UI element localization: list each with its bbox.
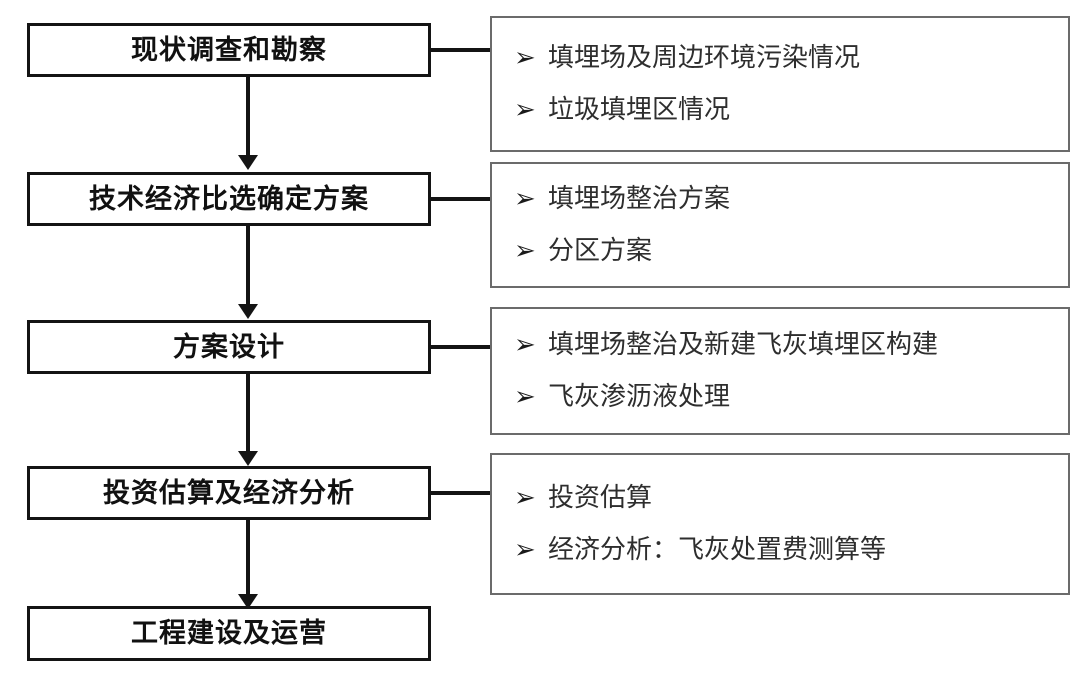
stage-label-1: 现状调查和勘察 [131, 34, 327, 66]
stage-label-2: 技术经济比选确定方案 [89, 183, 369, 215]
stage-label-3: 方案设计 [173, 331, 285, 363]
detail-text: 分区方案 [548, 235, 653, 266]
detail-panel-1[interactable]: ➢ 填埋场及周边环境污染情况 ➢ 垃圾填埋区情况 [490, 16, 1070, 152]
connector-arrow-head-1 [238, 155, 258, 170]
list-item[interactable]: ➢ 填埋场整治方案 [492, 173, 1068, 225]
connector-arrow-line-2 [246, 226, 250, 304]
detail-text: 经济分析：飞灰处置费测算等 [548, 534, 887, 565]
detail-panel-4[interactable]: ➢ 投资估算 ➢ 经济分析：飞灰处置费测算等 [490, 453, 1070, 595]
connector-arrow-head-2 [238, 304, 258, 319]
list-item[interactable]: ➢ 填埋场整治及新建飞灰填埋区构建 [492, 319, 1068, 371]
detail-text: 填埋场整治及新建飞灰填埋区构建 [548, 329, 939, 360]
arrow-bullet-icon: ➢ [514, 483, 536, 512]
arrow-bullet-icon: ➢ [514, 95, 536, 124]
connector-horizontal-4 [431, 491, 490, 495]
detail-panel-3[interactable]: ➢ 填埋场整治及新建飞灰填埋区构建 ➢ 飞灰渗沥液处理 [490, 307, 1070, 435]
detail-text: 填埋场及周边环境污染情况 [548, 42, 861, 73]
list-item[interactable]: ➢ 飞灰渗沥液处理 [492, 371, 1068, 423]
arrow-bullet-icon: ➢ [514, 535, 536, 564]
list-item[interactable]: ➢ 填埋场及周边环境污染情况 [492, 32, 1068, 84]
stage-box-4[interactable]: 投资估算及经济分析 [27, 466, 431, 520]
detail-text: 飞灰渗沥液处理 [548, 381, 731, 412]
list-item[interactable]: ➢ 投资估算 [492, 472, 1068, 524]
stage-label-4: 投资估算及经济分析 [103, 477, 355, 509]
detail-text: 填埋场整治方案 [548, 183, 731, 214]
list-item[interactable]: ➢ 垃圾填埋区情况 [492, 84, 1068, 136]
connector-horizontal-3 [431, 345, 490, 349]
detail-text: 垃圾填埋区情况 [548, 94, 731, 125]
connector-arrow-line-3 [246, 374, 250, 451]
detail-panel-2[interactable]: ➢ 填埋场整治方案 ➢ 分区方案 [490, 162, 1070, 288]
arrow-bullet-icon: ➢ [514, 236, 536, 265]
stage-box-3[interactable]: 方案设计 [27, 320, 431, 374]
list-item[interactable]: ➢ 分区方案 [492, 225, 1068, 277]
arrow-bullet-icon: ➢ [514, 43, 536, 72]
connector-arrow-head-4 [238, 594, 258, 609]
arrow-bullet-icon: ➢ [514, 184, 536, 213]
stage-box-1[interactable]: 现状调查和勘察 [27, 23, 431, 77]
stage-box-2[interactable]: 技术经济比选确定方案 [27, 172, 431, 226]
connector-horizontal-1 [431, 48, 490, 52]
arrow-bullet-icon: ➢ [514, 382, 536, 411]
connector-arrow-head-3 [238, 451, 258, 466]
stage-label-5: 工程建设及运营 [131, 618, 327, 649]
detail-text: 投资估算 [548, 482, 653, 513]
connector-arrow-line-1 [246, 77, 250, 155]
arrow-bullet-icon: ➢ [514, 330, 536, 359]
stage-box-5[interactable]: 工程建设及运营 [27, 606, 431, 661]
list-item[interactable]: ➢ 经济分析：飞灰处置费测算等 [492, 524, 1068, 576]
connector-horizontal-2 [431, 197, 490, 201]
connector-arrow-line-4 [246, 520, 250, 594]
